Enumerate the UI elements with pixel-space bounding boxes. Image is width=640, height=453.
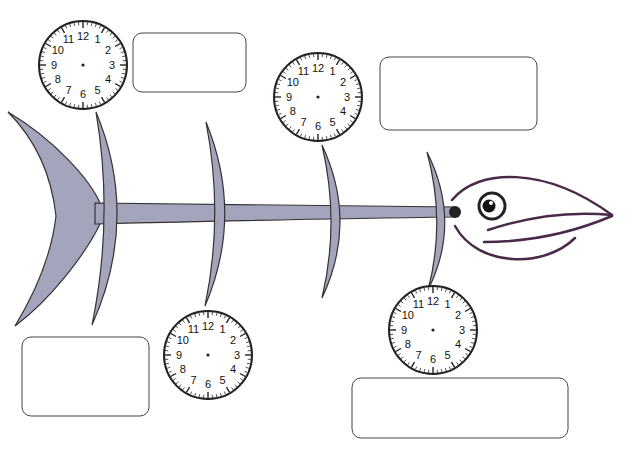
clock-number: 6: [80, 89, 86, 100]
clock-face: 12 12 3 45678 9 1011: [163, 310, 253, 400]
empty-box: [22, 337, 149, 416]
clock-face: 12 12 3 45678 9 1011: [388, 285, 478, 375]
fish-head: [452, 177, 612, 215]
clock-number: 10: [402, 310, 414, 321]
clock-number: 3: [459, 325, 465, 336]
clock-number: 6: [430, 354, 436, 365]
clock-number: 3: [344, 92, 350, 103]
clock-number: 9: [51, 60, 57, 71]
clock-number: 2: [340, 77, 346, 88]
clock-number: 11: [188, 324, 199, 335]
clock-number: 1: [444, 299, 450, 310]
clock-number: 7: [65, 85, 71, 96]
clock-number: 3: [109, 60, 115, 71]
fish-rib: [322, 145, 340, 298]
clock-number: 7: [415, 350, 421, 361]
clock-number: 11: [63, 34, 74, 45]
clock-number: 9: [286, 92, 292, 103]
fish-pupil: [483, 200, 496, 213]
clock-number: 4: [230, 364, 236, 375]
clock-number: 12: [77, 31, 89, 42]
clock-number: 5: [219, 375, 225, 386]
clock-number: 6: [205, 379, 211, 390]
clock-number: 1: [94, 34, 100, 45]
clock-number: 5: [94, 85, 100, 96]
clock-number: 10: [52, 45, 64, 56]
clock-number: 12: [202, 321, 214, 332]
clock-number: 10: [177, 335, 189, 346]
clock-number: 11: [298, 66, 309, 77]
empty-box: [380, 57, 537, 130]
empty-box: [352, 378, 568, 438]
fish-jaw: [455, 226, 575, 259]
clock-number: 5: [329, 117, 335, 128]
clock-number: 8: [405, 339, 411, 350]
fish-rib: [427, 152, 445, 290]
clock-number: 5: [444, 350, 450, 361]
fish-tail: [8, 112, 100, 326]
fish-rib: [92, 112, 117, 325]
clock-number: 7: [190, 375, 196, 386]
clock-number: 10: [287, 77, 299, 88]
clock-number: 8: [290, 106, 296, 117]
clock-number: 7: [300, 117, 306, 128]
clock-number: 4: [105, 74, 111, 85]
clock-number: 6: [315, 121, 321, 132]
clock-number: 11: [413, 299, 424, 310]
clock-number: 9: [176, 350, 182, 361]
clock-number: 9: [401, 325, 407, 336]
fish-eye: [479, 193, 505, 219]
clock-number: 2: [455, 310, 461, 321]
empty-box: [133, 33, 246, 92]
clock-number: 4: [340, 106, 346, 117]
clock-number: 8: [55, 74, 61, 85]
clock-number: 3: [234, 350, 240, 361]
clock-number: 12: [312, 63, 324, 74]
clock-number: 2: [105, 45, 111, 56]
eye-glint: [489, 201, 493, 205]
spine-tip: [449, 206, 461, 218]
fish-rib: [205, 122, 225, 306]
clock-number: 2: [230, 335, 236, 346]
fish-lip: [484, 216, 612, 242]
fish-lip: [488, 214, 612, 230]
clock-number: 12: [427, 296, 439, 307]
clock-number: 8: [180, 364, 186, 375]
clock-face: 12 12 3 45678 9 1011: [273, 52, 363, 142]
fish-spine: [95, 203, 455, 224]
clock-face: 12 12 3 45678 9 1011: [38, 20, 128, 110]
clock-number: 1: [329, 66, 335, 77]
clock-number: 1: [219, 324, 225, 335]
clock-number: 4: [455, 339, 461, 350]
